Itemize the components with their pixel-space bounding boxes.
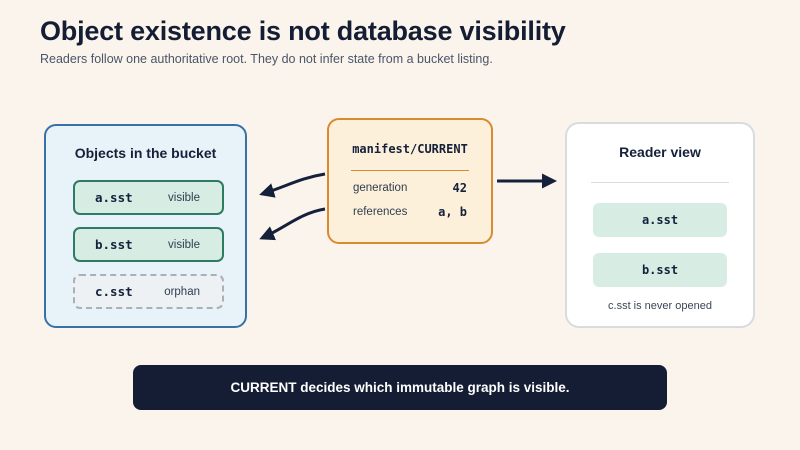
object-state: visible xyxy=(168,238,200,251)
object-name: c.sst xyxy=(95,284,133,299)
manifest-divider xyxy=(351,170,469,171)
manifest-key: generation xyxy=(353,182,408,194)
reader-title: Reader view xyxy=(619,144,701,160)
reader-file-a: a.sst xyxy=(593,203,727,237)
arrow-manifest-to-a xyxy=(259,172,326,198)
object-a: a.sst visible xyxy=(73,180,224,215)
manifest-value: 42 xyxy=(452,181,467,195)
reader-note: c.sst is never opened xyxy=(608,300,712,312)
object-c: c.sst orphan xyxy=(73,274,224,309)
arrow-manifest-to-b xyxy=(259,207,326,241)
manifest-card: manifest/CURRENT generation 42 reference… xyxy=(327,118,493,244)
manifest-row-generation: generation 42 xyxy=(353,181,467,195)
object-name: a.sst xyxy=(95,190,133,205)
manifest-row-references: references a, b xyxy=(353,205,467,219)
object-state: visible xyxy=(168,191,200,204)
bucket-title: Objects in the bucket xyxy=(74,145,217,161)
object-name: b.sst xyxy=(95,237,133,252)
object-b: b.sst visible xyxy=(73,227,224,262)
page-title: Object existence is not database visibil… xyxy=(40,16,566,46)
summary-banner: CURRENT decides which immutable graph is… xyxy=(133,365,667,410)
manifest-title: manifest/CURRENT xyxy=(352,142,468,156)
manifest-value: a, b xyxy=(438,205,467,219)
reader-panel: Reader view a.sst b.sst c.sst is never o… xyxy=(565,122,755,328)
reader-file-b: b.sst xyxy=(593,253,727,287)
page-subtitle: Readers follow one authoritative root. T… xyxy=(40,52,493,66)
manifest-key: references xyxy=(353,206,408,218)
bucket-panel: Objects in the bucket a.sst visible b.ss… xyxy=(44,124,247,328)
reader-divider xyxy=(591,182,729,183)
object-state: orphan xyxy=(164,285,200,298)
